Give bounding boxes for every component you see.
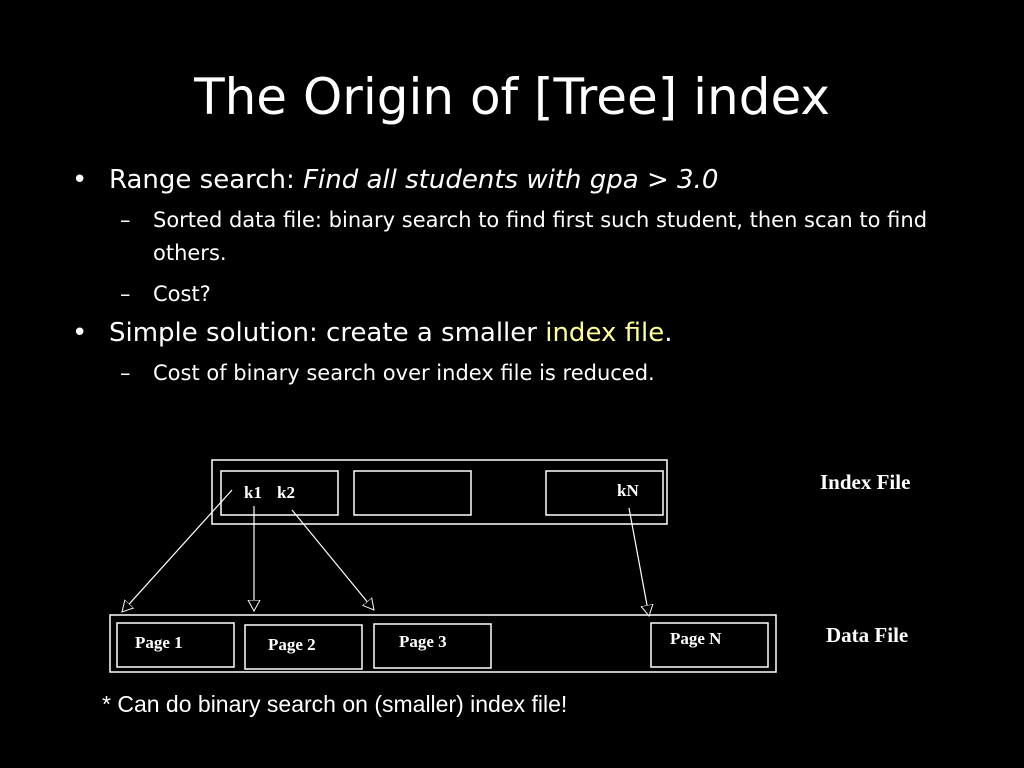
bullet-lead-text: Simple solution: create a smaller	[109, 318, 546, 348]
index-file-label: Index File	[820, 470, 910, 494]
data-page-n	[650, 622, 769, 668]
page-label-1: Page 1	[135, 633, 183, 652]
data-page-2	[244, 624, 363, 670]
bullet-marker: •	[72, 318, 88, 348]
data-page-1	[116, 622, 235, 668]
bullet-marker: •	[72, 165, 88, 195]
sub-bullet-cost: – Cost?	[72, 278, 972, 311]
pointer-arrow-k1-page-1	[122, 489, 233, 612]
bullet-list: • Range search: Find all students with g…	[72, 162, 972, 398]
index-page-1	[220, 470, 339, 516]
sub-bullet-text: Cost?	[153, 282, 211, 306]
data-file-box	[109, 614, 777, 673]
bullet-emphasis-text: Find all students with gpa > 3.0	[303, 165, 719, 195]
page-label-3: Page 3	[399, 632, 447, 651]
bullet-simple-solution: • Simple solution: create a smaller inde…	[72, 315, 972, 351]
sub-bullet-text: Cost of binary search over index file is…	[153, 361, 655, 385]
index-key-k1: k1	[244, 483, 262, 502]
index-page-n	[545, 470, 664, 516]
index-key-k2: k2	[277, 483, 295, 502]
data-page-3	[373, 623, 492, 669]
bullet-range-search: • Range search: Find all students with g…	[72, 162, 972, 198]
sub-bullet-marker: –	[120, 282, 131, 306]
pointer-arrow-k2-page-3	[291, 509, 374, 610]
sub-bullet-text: Sorted data file: binary search to find …	[153, 208, 928, 265]
sub-bullet-cost-reduced: – Cost of binary search over index file …	[72, 357, 972, 390]
pointer-arrow-kn-page-n	[628, 507, 649, 616]
footnote: * Can do binary search on (smaller) inde…	[102, 691, 568, 717]
page-label-2: Page 2	[268, 635, 316, 654]
bullet-lead-text: Range search:	[109, 165, 304, 195]
slide-title: The Origin of [Tree] index	[194, 68, 830, 126]
index-file-box	[211, 459, 668, 525]
data-file-label: Data File	[826, 623, 908, 647]
index-page-2	[353, 470, 472, 516]
index-diagram: k1 k2 kN Index File Page 1 Page 2 Page 3…	[0, 440, 1024, 690]
sub-bullet-marker: –	[120, 361, 131, 385]
page-label-n: Page N	[670, 629, 722, 648]
index-diagram-svg: k1 k2 kN Index File Page 1 Page 2 Page 3…	[109, 459, 910, 673]
sub-bullet-marker: –	[120, 208, 131, 232]
bullet-tail-text: .	[664, 318, 673, 348]
highlight-index-file: index file	[545, 318, 665, 348]
index-key-kn: kN	[617, 481, 639, 500]
sub-bullet-sorted-data-file: – Sorted data file: binary search to fin…	[72, 204, 972, 270]
